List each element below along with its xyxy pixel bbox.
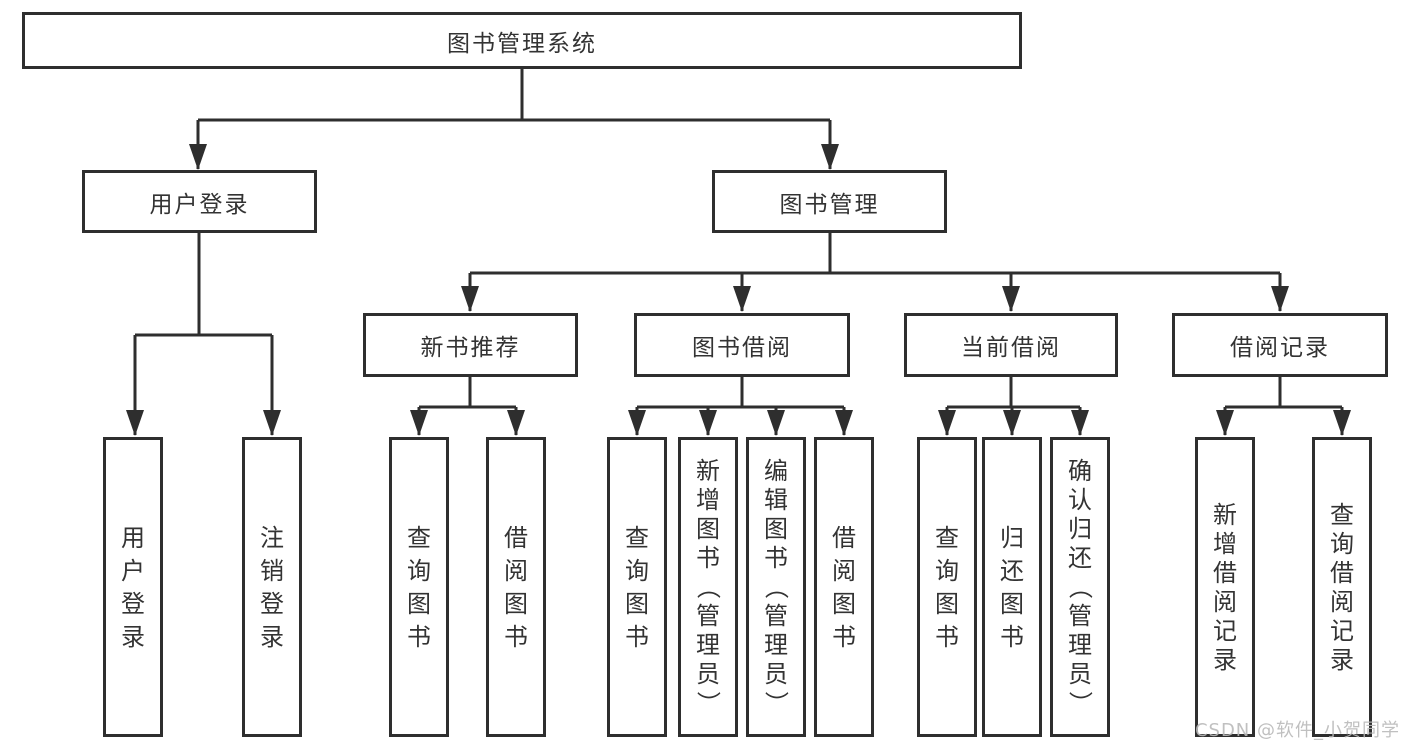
- node-current-borrowing-label: 当前借阅: [961, 335, 1061, 361]
- edge-new-book-spine: [419, 377, 516, 409]
- leaf-query-books-borrow: 查询图书: [607, 437, 667, 737]
- edge-book-borrow-spine: [637, 377, 844, 409]
- node-borrow-records: 借阅记录: [1172, 313, 1388, 377]
- leaf-user-login-label: 用户登录: [121, 523, 145, 651]
- leaf-query-books-current-label: 查询图书: [935, 523, 959, 651]
- edge-user-login-spine: [135, 233, 272, 337]
- leaf-query-books-current: 查询图书: [917, 437, 977, 737]
- leaf-borrow-books: 借阅图书: [814, 437, 874, 737]
- node-root-system: 图书管理系统: [22, 12, 1022, 69]
- leaf-query-borrow-record: 查询借阅记录: [1312, 437, 1372, 737]
- leaf-borrow-books-new: 借阅图书: [486, 437, 546, 737]
- leaf-logout: 注销登录: [242, 437, 302, 737]
- node-new-book-recommend-label: 新书推荐: [420, 335, 521, 361]
- node-book-borrowing: 图书借阅: [634, 313, 850, 377]
- edge-book-management-spine: [470, 233, 1280, 275]
- node-user-login: 用户登录: [82, 170, 317, 233]
- leaf-confirm-return-admin: 确认归还（管理员）: [1050, 437, 1110, 737]
- node-user-login-label: 用户登录: [149, 191, 250, 218]
- leaf-query-borrow-record-label: 查询借阅记录: [1330, 500, 1354, 674]
- leaf-edit-books-admin: 编辑图书（管理员）: [746, 437, 806, 737]
- edge-borrow-record-spine: [1225, 377, 1342, 409]
- leaf-query-books-new-label: 查询图书: [407, 523, 431, 651]
- edge-current-borrow-spine: [947, 377, 1080, 409]
- leaf-logout-label: 注销登录: [260, 523, 284, 651]
- node-new-book-recommend: 新书推荐: [363, 313, 578, 377]
- leaf-return-books: 归还图书: [982, 437, 1042, 737]
- edge-root-spine: [198, 68, 830, 122]
- node-book-management: 图书管理: [712, 170, 947, 233]
- leaf-borrow-books-new-label: 借阅图书: [504, 523, 528, 651]
- leaf-add-borrow-record-label: 新增借阅记录: [1213, 500, 1237, 674]
- node-current-borrowing: 当前借阅: [904, 313, 1118, 377]
- node-root-label: 图书管理系统: [447, 30, 597, 57]
- leaf-query-books-new: 查询图书: [389, 437, 449, 737]
- leaf-edit-books-admin-label: 编辑图书（管理员）: [762, 457, 790, 715]
- node-borrow-records-label: 借阅记录: [1230, 335, 1330, 361]
- leaf-add-books-admin: 新增图书（管理员）: [678, 437, 738, 737]
- leaf-add-borrow-record: 新增借阅记录: [1195, 437, 1255, 737]
- csdn-watermark: CSDN @软件_小贺同学: [1194, 720, 1400, 741]
- leaf-borrow-books-label: 借阅图书: [832, 523, 856, 651]
- leaf-query-books-borrow-label: 查询图书: [625, 523, 649, 651]
- leaf-confirm-return-admin-label: 确认归还（管理员）: [1066, 457, 1094, 715]
- node-book-management-label: 图书管理: [779, 191, 880, 218]
- leaf-add-books-admin-label: 新增图书（管理员）: [694, 457, 722, 715]
- node-book-borrowing-label: 图书借阅: [692, 335, 792, 361]
- leaf-return-books-label: 归还图书: [1000, 523, 1024, 651]
- leaf-user-login: 用户登录: [103, 437, 163, 737]
